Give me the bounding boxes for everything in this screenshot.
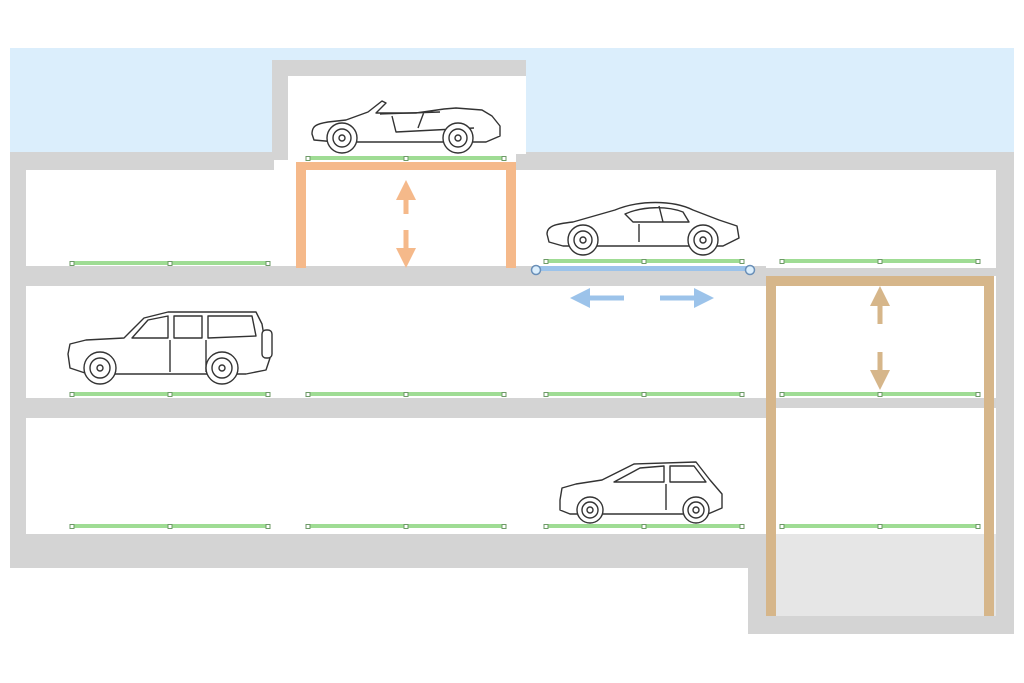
- structure-walls: [10, 60, 1014, 634]
- parking-platform: [779, 524, 981, 529]
- parking-platform: [305, 392, 507, 397]
- blue-shuttle: [530, 264, 756, 308]
- parking-platform: [69, 261, 271, 266]
- parking-platform: [305, 156, 507, 161]
- tan-lift: [766, 276, 994, 616]
- parking-platform: [305, 524, 507, 529]
- orange-lift: [296, 162, 516, 268]
- parking-platform: [69, 392, 271, 397]
- parking-platforms: [69, 156, 981, 529]
- lift-pit: [766, 534, 996, 616]
- parking-platform: [779, 259, 981, 264]
- parking-platform: [543, 259, 745, 264]
- parking-platform: [779, 392, 981, 397]
- parking-platform: [69, 524, 271, 529]
- parking-platform: [543, 524, 745, 529]
- level-3: [26, 418, 996, 534]
- parking-platform: [543, 392, 745, 397]
- floor-slabs: [26, 266, 996, 544]
